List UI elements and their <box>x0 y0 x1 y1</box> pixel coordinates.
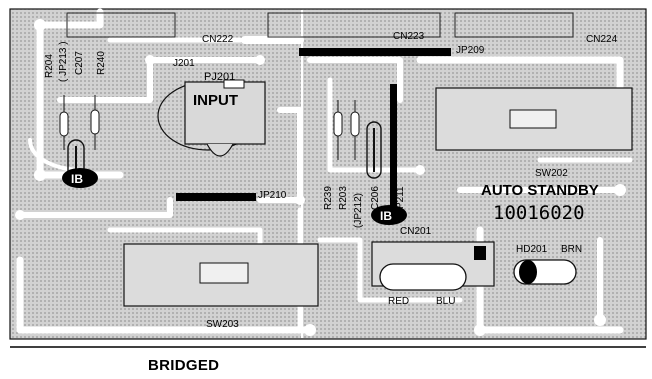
label-r240: R240 <box>96 51 107 75</box>
label-sw202: SW202 <box>535 168 568 179</box>
label-c207: C207 <box>74 51 85 75</box>
input-jack-pj201 <box>157 79 266 157</box>
label-cn222: CN222 <box>202 34 234 45</box>
label-blu-wire: BLU <box>436 296 455 307</box>
label-cn223: CN223 <box>393 31 425 42</box>
jumper-jp209-bar <box>299 48 451 56</box>
connector-cn224-outline <box>454 12 574 38</box>
connector-cn222-outline <box>66 12 176 38</box>
label-r239: R239 <box>323 186 334 210</box>
caption-bridged: BRIDGED <box>148 357 220 374</box>
label-r203: R203 <box>338 186 349 210</box>
switch-sw202-outline <box>435 87 633 151</box>
label-red-wire: RED <box>388 296 409 307</box>
label-c206: C206 <box>370 186 381 210</box>
label-pj201: PJ201 <box>204 71 235 83</box>
label-jp210: JP210 <box>258 190 287 201</box>
label-cn201: CN201 <box>400 226 432 237</box>
label-auto-standby: AUTO STANDBY <box>481 182 599 199</box>
label-brn: BRN <box>561 244 582 255</box>
label-jp209: JP209 <box>456 45 485 56</box>
jumper-jp210-bar <box>176 193 256 201</box>
connector-cn201-outline <box>371 241 495 291</box>
label-part-number: 10016020 <box>493 202 585 224</box>
label-jp213: ( JP213 ) <box>58 41 69 82</box>
label-input: INPUT <box>193 92 238 109</box>
label-jp212: (JP212) <box>353 193 364 228</box>
badge-ib-right-text: IB <box>380 209 392 223</box>
badge-ib-right: IB <box>371 205 407 225</box>
label-sw203: SW203 <box>206 319 239 330</box>
badge-ib-left: IB <box>62 168 98 188</box>
label-j201: J201 <box>173 58 195 69</box>
jumper-jp211-bar <box>390 84 397 209</box>
badge-ib-left-text: IB <box>71 172 83 186</box>
switch-sw203-outline <box>123 243 319 307</box>
connector-cn223-outline <box>267 12 441 38</box>
label-r204: R204 <box>44 54 55 78</box>
label-hd201: HD201 <box>516 244 548 255</box>
center-component-cluster <box>333 100 382 179</box>
led-hd201 <box>513 259 577 285</box>
label-jp211: JP211 <box>395 186 406 214</box>
label-cn224: CN224 <box>586 34 618 45</box>
